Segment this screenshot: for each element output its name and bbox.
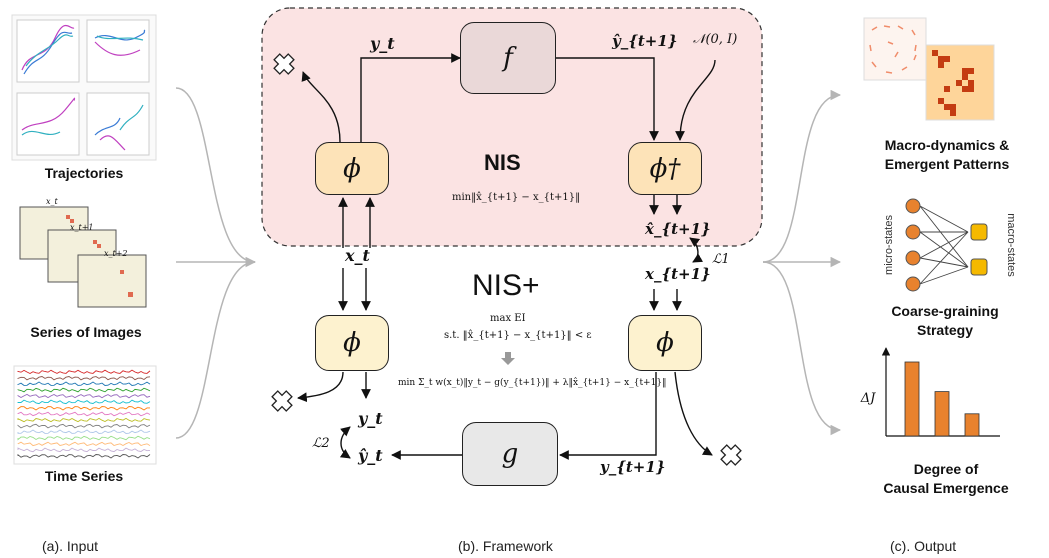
nis-title: NIS <box>484 150 521 175</box>
y-hat-t1-label: ŷ_{t+1} <box>612 32 678 50</box>
input-to-framework-arrow <box>175 87 257 439</box>
coarse-label-line1: Coarse-graining <box>891 303 998 319</box>
nis-plus-objective: min Σ_t w(x_t)‖y_t − g(y_{t+1})‖ + λ‖x̂_… <box>398 378 667 388</box>
g-network-box: g <box>462 422 558 486</box>
x-t1-label: x_{t+1} <box>645 265 711 283</box>
f-label: f <box>503 43 513 73</box>
pattern-pixel <box>956 80 962 86</box>
output-caption: (c). Output <box>890 538 957 554</box>
phi-encoder-lower-right-box: ϕ <box>628 315 702 371</box>
time-series-line <box>17 393 151 399</box>
pattern-pixel <box>968 68 974 74</box>
pattern-pixel <box>938 62 944 68</box>
degree-label-line1: Degree of <box>914 461 979 477</box>
time-series-line <box>17 387 151 393</box>
y-t1-label: y_{t+1} <box>600 458 666 476</box>
coarse-graining-network <box>905 198 988 292</box>
time-series-line <box>17 376 151 381</box>
degree-label-line2: Causal Emergence <box>883 480 1008 496</box>
loss1-label: ℒ1 <box>712 252 730 267</box>
y-t-lower-label: y_t <box>358 409 383 428</box>
phi-dagger-label: ϕ† <box>649 153 681 184</box>
pattern-pixel <box>962 86 968 92</box>
macro-dynamics-image <box>863 17 995 121</box>
macro-dynamics-label-line2: Emergent Patterns <box>885 156 1010 172</box>
phi-label: ϕ <box>343 153 361 184</box>
y-t-upper-label: y_t <box>370 34 395 53</box>
discard-cross-icon <box>267 386 297 416</box>
macro-states-label: macro-states <box>1005 213 1017 277</box>
frame-label-xt2: x_t+2 <box>104 249 128 258</box>
pattern-pixel <box>950 104 956 110</box>
causal-emergence-bar-chart <box>881 347 1000 437</box>
phi-label: ϕ <box>656 328 674 358</box>
g-label: g <box>501 439 519 469</box>
time-series-thumbnail <box>13 365 157 465</box>
time-series-line <box>17 381 151 386</box>
time-series-line <box>17 406 150 411</box>
downward-arrow-icon <box>501 352 515 365</box>
trajectories-label: Trajectories <box>45 165 124 181</box>
pattern-pixel <box>962 74 968 80</box>
y-hat-t-label: ŷ_t <box>358 446 383 465</box>
noise-label: 𝒩(0, I) <box>693 32 738 47</box>
phi-encoder-box: ϕ <box>315 142 389 195</box>
nis-plus-title: NIS+ <box>472 269 540 302</box>
time-series-line <box>17 453 151 459</box>
time-series-line <box>17 369 151 375</box>
coarse-label-line2: Strategy <box>917 322 973 338</box>
x-hat-t1-label: x̂_{t+1} <box>645 220 711 238</box>
emergence-bar <box>934 391 950 437</box>
pattern-pixel <box>932 50 938 56</box>
pattern-pixel <box>944 104 950 110</box>
macro-dynamics-label-line1: Macro-dynamics & <box>885 137 1009 153</box>
time-series-line <box>17 429 151 434</box>
pattern-pixel <box>950 110 956 116</box>
time-series-line <box>17 435 151 441</box>
emergence-bar <box>964 413 980 437</box>
pattern-pixel <box>938 56 944 62</box>
x-t-label: x_t <box>345 246 370 265</box>
nis-objective: min‖x̂_{t+1} − x_{t+1}‖ <box>452 192 581 203</box>
time-series-line <box>17 447 151 453</box>
micro-states-label: micro-states <box>883 215 895 275</box>
time-series-line <box>17 423 151 429</box>
phi-label: ϕ <box>343 328 361 358</box>
phi-dagger-decoder-box: ϕ† <box>628 142 702 195</box>
images-label: Series of Images <box>30 324 141 340</box>
input-caption: (a). Input <box>42 538 99 554</box>
delta-j-label: ΔJ <box>860 391 876 406</box>
emergent-pattern-pixels <box>932 50 974 116</box>
time-series-line <box>17 411 151 417</box>
f-network-box: f <box>460 22 556 94</box>
time-series-line <box>17 399 151 405</box>
max-ei-label: max EI <box>490 313 526 324</box>
frame-label-xt1: x_t+1 <box>70 223 94 232</box>
phi-encoder-lower-left-box: ϕ <box>315 315 389 371</box>
image-series-thumbnail <box>19 206 147 308</box>
pattern-pixel <box>938 98 944 104</box>
timeseries-label: Time Series <box>45 468 124 484</box>
pattern-pixel <box>968 80 974 86</box>
emergence-bar <box>904 361 920 437</box>
frame-label-xt: x_t <box>46 197 59 206</box>
constraint-label: s.t. ‖x̂_{t+1} − x_{t+1}‖ < ε <box>444 330 592 341</box>
pattern-pixel <box>962 68 968 74</box>
discard-cross-icon <box>716 440 746 470</box>
pattern-pixel <box>968 86 974 92</box>
framework-to-output-arrow <box>762 89 842 436</box>
time-series-line <box>17 441 151 447</box>
framework-caption: (b). Framework <box>458 538 553 554</box>
trajectories-thumbnail <box>11 14 157 161</box>
pattern-pixel <box>944 86 950 92</box>
loss2-label: ℒ2 <box>312 436 330 451</box>
time-series-line <box>17 417 151 423</box>
pattern-pixel <box>944 56 950 62</box>
